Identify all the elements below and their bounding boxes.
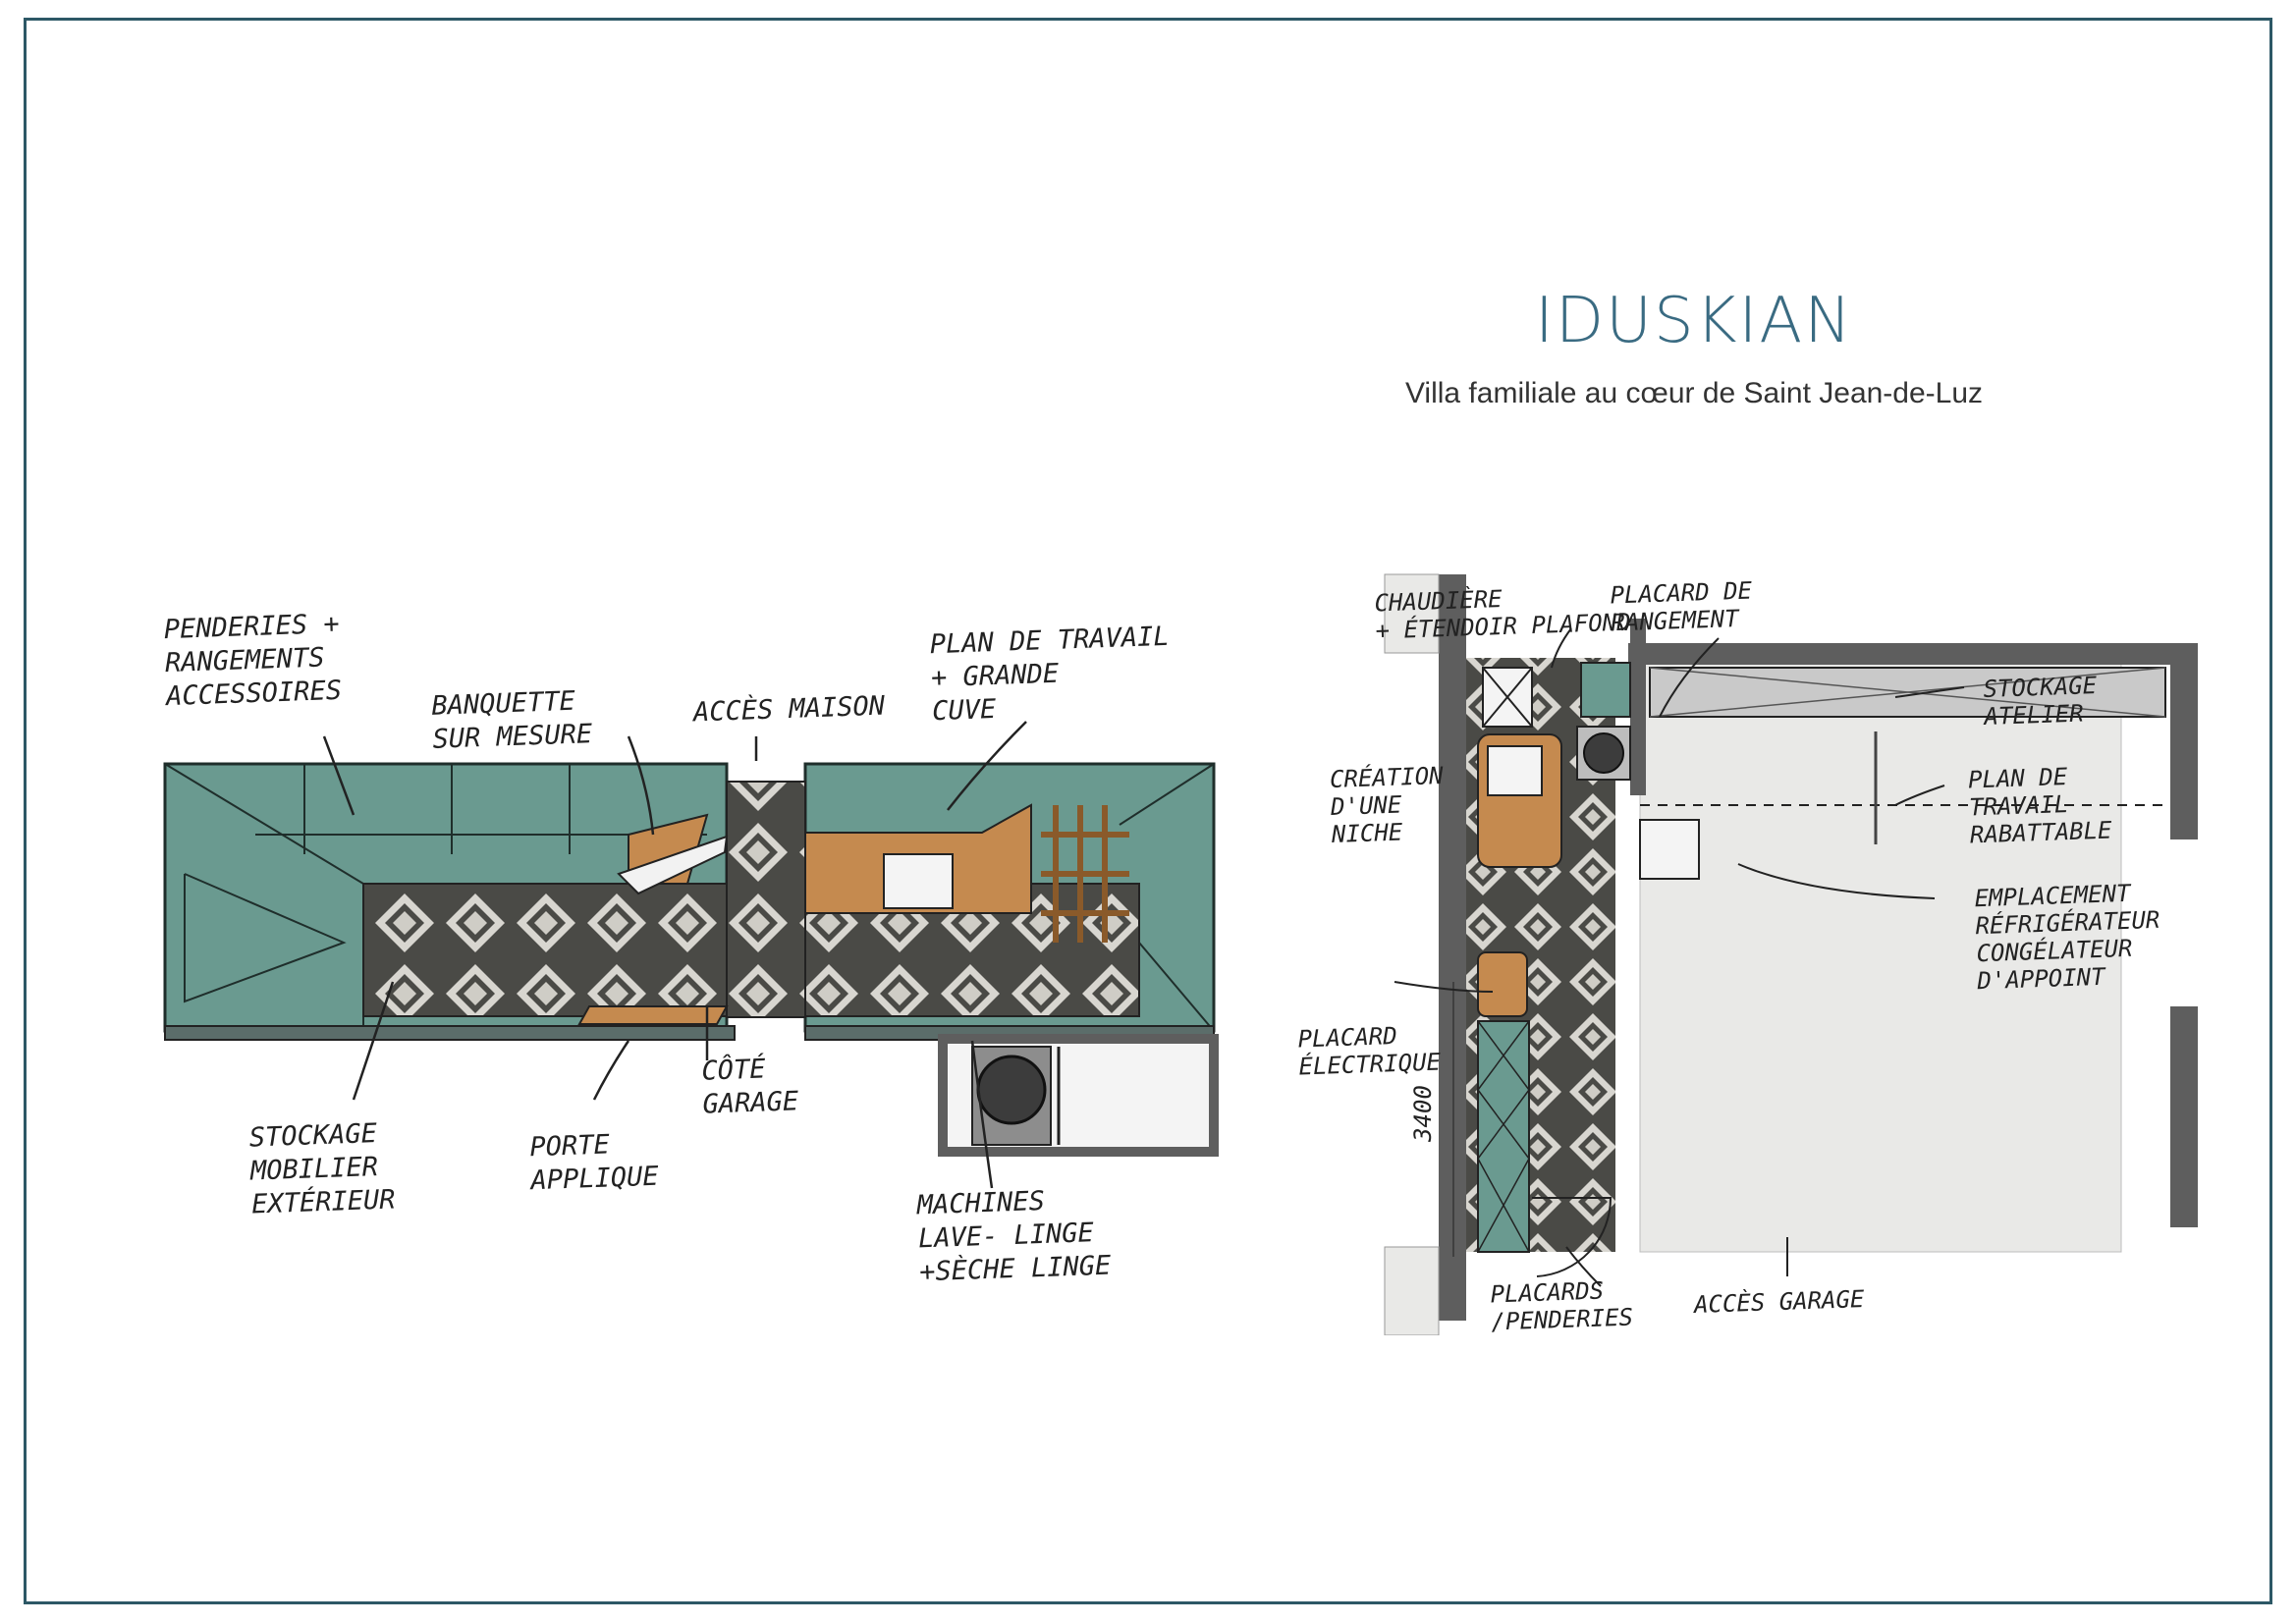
label-plan-rabattable: PLAN DE TRAVAIL RABATTABLE	[1967, 763, 2112, 849]
plan-wardrobes	[1477, 1020, 1530, 1253]
label-stockage-atelier: STOCKAGE ATELIER	[1983, 672, 2098, 731]
elevation-annotation-arrows	[322, 721, 1027, 1189]
label-placard-rangement: PLACARD DE RANGEMENT	[1610, 576, 1753, 637]
label-banquette: BANQUETTE SUR MESURE	[430, 685, 593, 755]
label-porte-applique: PORTE APPLIQUE	[528, 1129, 660, 1197]
label-acces-maison: ACCÈS MAISON	[692, 690, 886, 729]
label-plan-travail: PLAN DE TRAVAIL + GRANDE CUVE	[929, 621, 1171, 728]
plan-garage-area	[1639, 662, 2122, 1253]
label-creation-niche: CRÉATION D'UNE NICHE	[1329, 762, 1445, 848]
elevation-drying-rack	[1041, 805, 1129, 943]
plan-electrical-cupboard	[1477, 951, 1528, 1017]
page-frame	[24, 18, 2272, 1604]
label-dimension-3400: 3400	[1408, 1085, 1437, 1142]
plan-door-swing	[1532, 1197, 1613, 1277]
plan-storage-cupboard	[1580, 662, 1631, 718]
label-emplacement-refrigerateur: EMPLACEMENT RÉFRIGÉRATEUR CONGÉLATEUR D'…	[1974, 879, 2160, 996]
label-stockage-mobilier: STOCKAGE MOBILIER EXTÉRIEUR	[248, 1118, 396, 1220]
plan-left-wall	[1439, 574, 1466, 1321]
label-placards-penderies: PLACARDS /PENDERIES	[1490, 1276, 1634, 1336]
elevation-sink	[883, 853, 954, 909]
label-placard-electrique: PLACARD ÉLECTRIQUE	[1297, 1022, 1442, 1081]
plan-top-wall	[1628, 643, 2198, 665]
label-cote-garage: CÔTÉ GARAGE	[700, 1054, 799, 1120]
project-subtitle: Villa familiale au cœur de Saint Jean-de…	[1404, 377, 1984, 409]
label-machines: MACHINES LAVE- LINGE +SÈCHE LINGE	[916, 1185, 1112, 1288]
plan-divider-wall	[1630, 619, 1646, 795]
plan-right-wall-upper	[2170, 643, 2198, 839]
plan-right-wall-lower	[2170, 1006, 2198, 1227]
elevation-applied-door	[577, 1005, 729, 1025]
brand-title: IDUSKIAN	[1534, 285, 1854, 357]
plan-fridge-spot	[1639, 819, 1700, 880]
laundry-floor-plan	[1384, 573, 2198, 1335]
label-chaudiere: CHAUDIÈRE + ÉTENDOIR PLAFOND	[1374, 585, 1631, 645]
label-penderies: PENDERIES + RANGEMENTS ACCESSOIRES	[163, 608, 343, 713]
laundry-elevation-drawing	[163, 762, 1219, 1157]
